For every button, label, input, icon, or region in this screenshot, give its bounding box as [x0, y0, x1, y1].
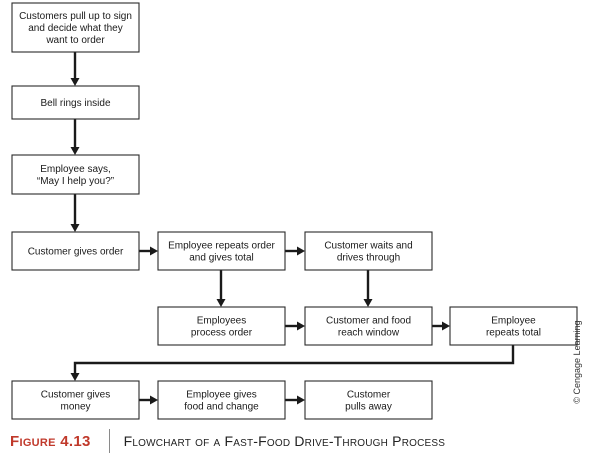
box-outline — [11, 380, 140, 420]
box-label-line: and decide what they — [28, 23, 123, 34]
figure-label: Figure 4.13 — [10, 432, 91, 450]
box-label-line: Customer gives — [41, 390, 110, 401]
caption-divider — [108, 429, 110, 453]
box-outline — [11, 231, 140, 271]
box-outline — [304, 380, 433, 420]
arrowhead-icon — [150, 246, 158, 256]
box-outline — [11, 85, 140, 120]
process-box-bell: Bell rings inside — [11, 85, 140, 120]
box-label-line: pulls away — [345, 402, 392, 413]
flowchart-edges — [70, 52, 515, 405]
process-box-may-i-help: Employee says,“May I help you?” — [11, 154, 140, 195]
box-outline — [449, 306, 578, 346]
arrowhead-icon — [70, 373, 80, 381]
box-label-line: drives through — [337, 253, 400, 264]
connector-pull-up-to-bell — [70, 52, 80, 86]
box-label-line: Customer gives order — [28, 247, 124, 258]
connector-reach-window-to-repeats-total — [432, 321, 450, 331]
connector-may-i-help-to-gives-order — [70, 194, 80, 232]
arrowhead-icon — [363, 299, 373, 307]
box-label-line: food and change — [184, 402, 259, 413]
box-label-line: Customer waits and — [324, 241, 412, 252]
process-box-gives-order: Customer gives order — [11, 231, 140, 271]
credit-line: © Cengage Learning — [570, 312, 584, 412]
box-label-line: Employees — [197, 316, 246, 327]
arrowhead-icon — [150, 395, 158, 405]
box-label-line: “May I help you?” — [37, 176, 114, 187]
box-outline — [304, 306, 433, 346]
box-outline — [304, 231, 433, 271]
copyright-credit: © Cengage Learning — [572, 320, 582, 404]
connector-food-change-to-pulls-away — [285, 395, 305, 405]
figure-caption: Figure 4.13 Flowchart of a Fast-Food Dri… — [10, 429, 445, 453]
arrowhead-icon — [216, 299, 226, 307]
arrowhead-icon — [297, 321, 305, 331]
box-label-line: Customers pull up to sign — [19, 11, 132, 22]
arrowhead-icon — [297, 246, 305, 256]
connector-waits-drives-to-reach-window — [363, 270, 373, 307]
box-label-line: and gives total — [189, 253, 254, 264]
connector-process-order-to-reach-window — [285, 321, 305, 331]
arrowhead-icon — [70, 78, 80, 86]
box-label-line: repeats total — [486, 328, 541, 339]
connector-repeats-order-to-waits-drives — [285, 246, 305, 256]
box-label-line: money — [60, 402, 90, 413]
arrowhead-icon — [70, 147, 80, 155]
box-label-line: Employee — [491, 316, 536, 327]
connector-repeats-total-to-gives-money — [70, 345, 515, 381]
connector-gives-money-to-food-change — [139, 395, 158, 405]
box-label-line: reach window — [338, 328, 400, 339]
box-outline — [11, 154, 140, 195]
connector-line — [73, 345, 515, 373]
arrowhead-icon — [70, 224, 80, 232]
arrowhead-icon — [297, 395, 305, 405]
box-label-line: Employee repeats order — [168, 241, 275, 252]
box-outline — [157, 306, 286, 346]
box-label-line: process order — [191, 328, 253, 339]
box-outline — [157, 231, 286, 271]
box-label-line: Bell rings inside — [40, 98, 110, 109]
arrowhead-icon — [442, 321, 450, 331]
box-label-line: Customer — [347, 390, 391, 401]
connector-repeats-order-to-process-order — [216, 270, 226, 307]
connector-bell-to-may-i-help — [70, 119, 80, 155]
box-label-line: want to order — [45, 35, 105, 46]
box-outline — [157, 380, 286, 420]
box-label-line: Customer and food — [326, 316, 411, 327]
box-label-line: Employee gives — [186, 390, 257, 401]
box-outline — [11, 2, 140, 53]
figure-title: Flowchart of a Fast-Food Drive-Through P… — [123, 433, 446, 449]
box-label-line: Employee says, — [40, 164, 111, 175]
connector-gives-order-to-repeats-order — [139, 246, 158, 256]
